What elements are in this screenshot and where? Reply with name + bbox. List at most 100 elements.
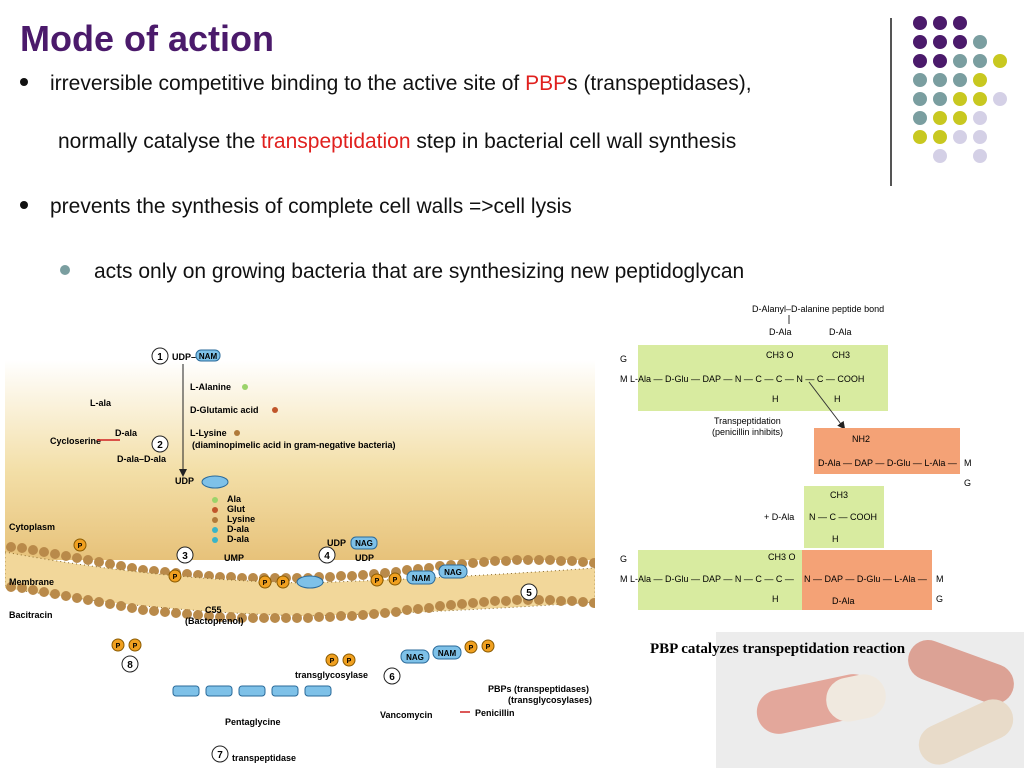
udp-label-3: UDP bbox=[355, 553, 374, 563]
glutamic-dot bbox=[272, 407, 278, 413]
step-4-badge bbox=[318, 546, 336, 564]
dot-teal bbox=[913, 92, 927, 106]
pathway-svg: 1 UDP– NAM L-Alanine D-Glutamic acid L-L… bbox=[4, 347, 599, 763]
bullet-2: prevents the synthesis of complete cell … bbox=[20, 195, 572, 219]
phosphate-circle bbox=[370, 573, 384, 587]
d-glutamic-label: D-Glutamic acid bbox=[190, 405, 259, 415]
l-lysine-label: L-Lysine bbox=[190, 428, 227, 438]
phosphate-label: P bbox=[133, 643, 138, 650]
cycloserine-label: Cycloserine bbox=[50, 436, 101, 446]
dot-purple bbox=[913, 16, 927, 30]
slide-title: Mode of action bbox=[20, 18, 274, 59]
nag-label-3: NAG bbox=[406, 653, 424, 662]
step-4-number: 4 bbox=[324, 551, 330, 562]
dot-lavender bbox=[973, 130, 987, 144]
cell-wall-synthesis-diagram: 1 UDP– NAM L-Alanine D-Glutamic acid L-L… bbox=[4, 340, 599, 768]
nam-blob-2 bbox=[201, 475, 229, 489]
peptide-dot bbox=[212, 507, 218, 513]
transpeptidase-label: transpeptidase bbox=[232, 753, 296, 763]
phosphate-label: P bbox=[78, 543, 83, 550]
g-label: G bbox=[620, 354, 627, 364]
phosphate-label: P bbox=[263, 580, 268, 587]
dot-teal bbox=[913, 73, 927, 87]
step-6-badge bbox=[383, 667, 401, 685]
phosphate-circle bbox=[258, 575, 272, 589]
dot-lavender bbox=[973, 111, 987, 125]
lysine-label: Lysine bbox=[227, 514, 255, 524]
dot-teal bbox=[953, 73, 967, 87]
dot-yellow bbox=[913, 130, 927, 144]
dot-purple bbox=[913, 35, 927, 49]
nag-blob-3 bbox=[400, 649, 430, 664]
transpeptidation-label: Transpeptidation bbox=[714, 416, 781, 426]
dot-purple bbox=[953, 35, 967, 49]
bullet-3: acts only on growing bacteria that are s… bbox=[60, 260, 744, 284]
peptide-dot bbox=[212, 517, 218, 523]
dot-yellow bbox=[973, 73, 987, 87]
phosphate-label: P bbox=[393, 577, 398, 584]
step-7-number: 7 bbox=[217, 750, 223, 761]
dot-purple bbox=[933, 54, 947, 68]
sub-bullet-dot bbox=[60, 265, 70, 276]
glut-label: Glut bbox=[227, 504, 245, 514]
nag-blob bbox=[350, 536, 378, 550]
chain-1: L-Ala — D-Glu — DAP — N — C — C — N — C … bbox=[630, 374, 864, 384]
bullet-2-text: prevents the synthesis of complete cell … bbox=[50, 195, 572, 218]
dot-purple bbox=[933, 16, 947, 30]
bacitracin-label: Bacitracin bbox=[9, 610, 53, 620]
nam-label-3: NAM bbox=[438, 649, 457, 658]
d-ala-label-2: D-ala bbox=[227, 534, 250, 544]
nag-label-2: NAG bbox=[444, 568, 462, 577]
h-label: H bbox=[834, 394, 841, 404]
dot-teal bbox=[953, 54, 967, 68]
dot-lavender bbox=[933, 149, 947, 163]
phosphate-label: P bbox=[281, 580, 286, 587]
penicillin-inhibits-label: (penicillin inhibits) bbox=[712, 427, 783, 437]
udp-label-2: UDP bbox=[327, 538, 346, 548]
step-2-badge bbox=[151, 435, 169, 453]
bullet-dot bbox=[20, 201, 28, 210]
step-2-number: 2 bbox=[157, 440, 163, 451]
ump-label: UMP bbox=[224, 553, 244, 563]
bullet-1-text-b: s (transpeptidases), bbox=[567, 72, 752, 95]
dot-yellow bbox=[953, 92, 967, 106]
dot-yellow bbox=[933, 130, 947, 144]
chain-3a: L-Ala — D-Glu — DAP — N — C — C — bbox=[630, 574, 794, 584]
step-8-number: 8 bbox=[127, 660, 133, 671]
nam-blob-4 bbox=[406, 570, 436, 585]
phosphate-circle bbox=[325, 653, 339, 667]
pbps-label: PBPs (transpeptidases) bbox=[488, 684, 589, 694]
m-label-3: M bbox=[620, 574, 628, 584]
nam-blob-5 bbox=[432, 645, 462, 660]
transpeptidation-reaction-figure: D-Alanyl–D-alanine peptide bond D-Ala D-… bbox=[604, 300, 1022, 630]
ch3o-label: CH3 O bbox=[766, 350, 794, 360]
green-box-3 bbox=[638, 550, 802, 610]
reaction-svg: D-Alanyl–D-alanine peptide bond D-Ala D-… bbox=[604, 300, 1022, 630]
g-label-3: G bbox=[620, 554, 627, 564]
phosphate-label: P bbox=[330, 658, 335, 665]
transpeptidation-arrow bbox=[808, 381, 846, 430]
ch3o-label-2: CH3 O bbox=[768, 552, 796, 562]
dot-yellow bbox=[953, 111, 967, 125]
dala-label-b: D-Ala bbox=[829, 327, 852, 337]
bullet-dot bbox=[20, 78, 28, 87]
dot-lavender bbox=[993, 92, 1007, 106]
udp-label: UDP bbox=[175, 476, 194, 486]
d-ala-label-1: D-ala bbox=[227, 524, 250, 534]
dot-lavender bbox=[953, 130, 967, 144]
step-8-badge bbox=[121, 655, 139, 673]
lysine-dot bbox=[234, 430, 240, 436]
dot-teal bbox=[973, 54, 987, 68]
bullet-1: irreversible competitive binding to the … bbox=[20, 72, 752, 96]
dot-lavender bbox=[973, 149, 987, 163]
cytoplasm-region bbox=[5, 360, 595, 560]
dala-label-a: D-Ala bbox=[769, 327, 792, 337]
peptide-dot bbox=[212, 537, 218, 543]
step-7-badge bbox=[211, 745, 229, 763]
peptide-dot bbox=[212, 497, 218, 503]
nag-label: NAG bbox=[355, 539, 373, 548]
c55-label: C55 bbox=[205, 605, 222, 615]
dot-teal bbox=[973, 35, 987, 49]
phosphate-label: P bbox=[375, 578, 380, 585]
step-5-badge bbox=[520, 583, 538, 601]
